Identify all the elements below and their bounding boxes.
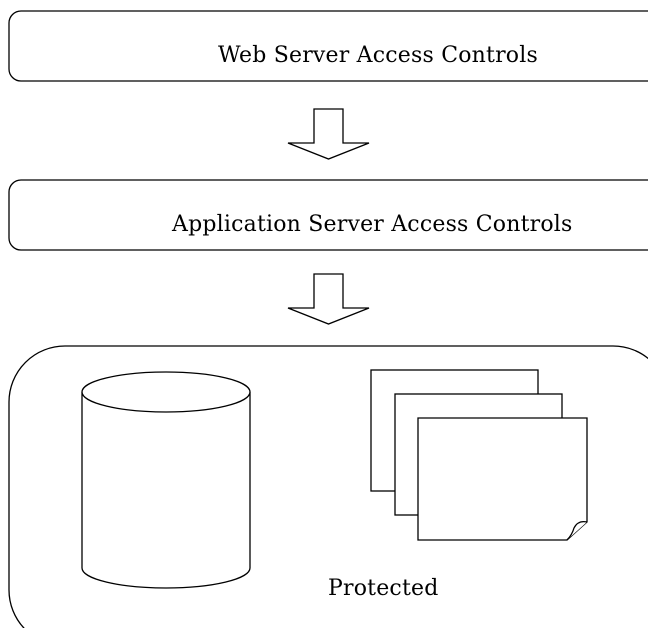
web-server-access-controls-box	[8, 10, 648, 82]
document-page-curl	[566, 520, 588, 541]
down-arrow-icon	[287, 108, 370, 160]
application-server-access-controls-box	[8, 179, 648, 251]
application-server-access-controls-label: Application Server Access Controls	[172, 212, 573, 237]
stacked-documents-icon	[370, 369, 588, 541]
protected-zone-label: Protected	[328, 576, 439, 601]
database-cylinder-icon	[81, 371, 251, 589]
web-server-access-controls-label: Web Server Access Controls	[218, 43, 538, 68]
down-arrow-icon	[287, 273, 370, 325]
document-sheet	[417, 417, 588, 541]
